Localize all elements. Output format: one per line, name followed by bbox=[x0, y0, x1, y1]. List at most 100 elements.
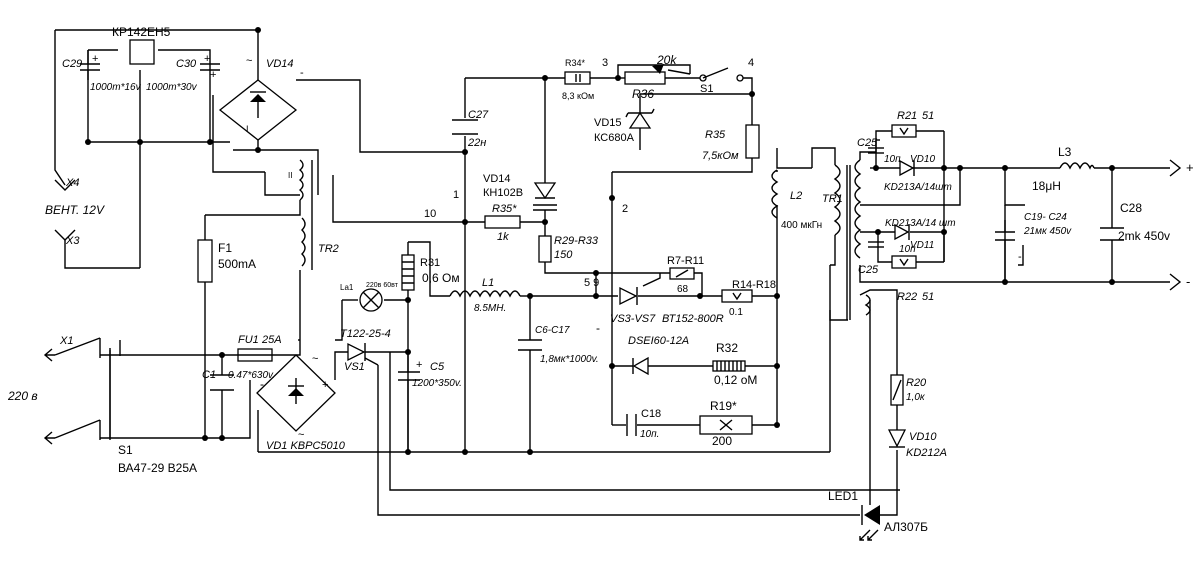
zener-vd15 bbox=[625, 108, 655, 129]
label-vs3-vs7: VS3-VS7 bbox=[610, 313, 656, 325]
capacitor-c1 bbox=[210, 374, 234, 391]
label-l2-value: 400 мкГн bbox=[781, 220, 822, 231]
resistor-r20 bbox=[890, 374, 904, 406]
component-labels: КР142ЕН5 C29 1000m*16v C30 1000m*30v VD1… bbox=[7, 25, 1194, 534]
resistor-r31 bbox=[401, 254, 415, 291]
resistor-r19 bbox=[699, 415, 753, 435]
lamp-la1 bbox=[359, 288, 383, 312]
label-c19-c24-value: 21мк 450v bbox=[1023, 226, 1072, 237]
capacitor-c29 bbox=[80, 50, 100, 80]
label-c28-value: 2mk 450v bbox=[1118, 229, 1170, 243]
capacitor-c18 bbox=[626, 414, 637, 436]
label-t122: Т122-25-4 bbox=[340, 328, 391, 340]
label-r22-value: 51 bbox=[922, 291, 934, 303]
capacitor-c25-top bbox=[868, 147, 884, 154]
label-ba47: ВА47-29 В25А bbox=[118, 461, 197, 475]
label-l1-value: 8.5МН. bbox=[474, 303, 506, 314]
label-c19-c24: C19- C24 bbox=[1024, 212, 1067, 223]
label-vs1: VS1 bbox=[344, 361, 365, 373]
diode-vd10-indicator bbox=[887, 429, 907, 448]
capacitor-c19-c24 bbox=[995, 231, 1015, 246]
label-c5-value: 1200*350v. bbox=[412, 378, 462, 389]
resistor-r7-r11 bbox=[669, 267, 695, 280]
label-la1: La1 bbox=[340, 283, 354, 292]
resistor-r35 bbox=[745, 124, 760, 159]
label-r29-r33-value: 150 bbox=[554, 249, 573, 261]
label-r14-r18: R14-R18 bbox=[732, 279, 776, 291]
label-x4: X4 bbox=[65, 177, 79, 189]
resistor-r29-r33 bbox=[538, 235, 552, 263]
label-r19: R19* bbox=[710, 399, 737, 413]
label-vd10-indicator: VD10 bbox=[909, 431, 937, 443]
label-tr1: TR1 bbox=[822, 193, 843, 205]
marker-ac-bridge-top: ~ bbox=[246, 55, 252, 67]
label-vd15: VD15 bbox=[594, 117, 622, 129]
label-c18: C18 bbox=[641, 408, 661, 420]
label-c1: C1 bbox=[202, 369, 216, 381]
label-r35-star-value: 1k bbox=[497, 231, 509, 243]
label-x3: X3 bbox=[65, 235, 80, 247]
switch-s1-top bbox=[699, 67, 744, 82]
dinistor-vd14 bbox=[533, 182, 557, 211]
label-l3-value: 18μH bbox=[1032, 179, 1061, 193]
diode-vd11 bbox=[894, 223, 910, 241]
capacitor-c6-c17 bbox=[518, 339, 542, 351]
wires bbox=[54, 29, 1170, 516]
thyristor-vs3-vs7 bbox=[619, 286, 638, 306]
label-dsei: DSEI60-12A bbox=[628, 335, 689, 347]
label-r20-value: 1,0к bbox=[906, 392, 926, 403]
label-output-minus: - bbox=[1186, 274, 1190, 289]
marker-plus-c29: + bbox=[92, 53, 98, 65]
label-l3: L3 bbox=[1058, 145, 1072, 159]
diode-vd10-output bbox=[899, 159, 915, 177]
label-vd11: VD11 bbox=[910, 240, 934, 251]
label-tr2: TR2 bbox=[318, 243, 339, 255]
label-r32-value: 0,12 оМ bbox=[714, 373, 757, 387]
marker-plus-c5: + bbox=[416, 359, 422, 371]
inductor-l1 bbox=[449, 290, 521, 298]
marker-plus-bridge-bottom: + bbox=[322, 379, 328, 391]
label-r21: R21 bbox=[897, 110, 917, 122]
label-r34-value: 8,3 кОм bbox=[562, 91, 594, 101]
label-c25-top-value: 10п bbox=[884, 154, 901, 165]
label-r14-r18-value: 0.1 bbox=[729, 307, 743, 318]
label-vent: ВЕНТ. 12V bbox=[45, 203, 105, 217]
label-r22: R22 bbox=[897, 291, 917, 303]
label-r32: R32 bbox=[716, 341, 738, 355]
label-node-10: 10 bbox=[424, 208, 436, 220]
label-r7-r11-value: 68 bbox=[677, 284, 689, 295]
label-al307: АЛ307Б bbox=[884, 520, 928, 534]
label-r19-value: 200 bbox=[712, 434, 732, 448]
label-c6-c17-value: 1,8мк*1000v. bbox=[540, 354, 599, 365]
label-r35-value: 7,5кОм bbox=[702, 150, 739, 162]
marker-ac-bridge-bottom-1: ~ bbox=[312, 353, 318, 365]
capacitor-c27 bbox=[452, 119, 478, 135]
label-c29-value: 1000m*16v bbox=[90, 82, 142, 93]
resistor-r21 bbox=[891, 124, 917, 138]
resistor-r32 bbox=[712, 360, 746, 372]
label-r7-r11: R7-R11 bbox=[667, 255, 704, 267]
label-fu1: FU1 bbox=[238, 334, 259, 346]
label-r34: R34* bbox=[565, 58, 586, 68]
label-c25-bottom: C25 bbox=[858, 264, 879, 276]
label-fu1-value: 25A bbox=[261, 334, 282, 346]
label-c30: C30 bbox=[176, 58, 197, 70]
label-r20: R20 bbox=[906, 377, 927, 389]
label-f1: F1 bbox=[218, 241, 232, 255]
label-node-2: 2 bbox=[622, 203, 628, 215]
label-c27-value: 22н bbox=[467, 137, 486, 149]
label-c1-value: 0.47*630v. bbox=[228, 370, 275, 381]
mains-input bbox=[43, 348, 55, 445]
resistor-r35-star bbox=[484, 215, 521, 229]
label-kd213-top: KD213A/14шт bbox=[884, 182, 952, 193]
label-c25-bottom-value: 10п bbox=[899, 244, 916, 255]
diode-dsei60 bbox=[632, 356, 649, 376]
label-s1-top: S1 bbox=[700, 83, 713, 95]
label-x1: X1 bbox=[59, 335, 73, 347]
label-c18-value: 10п. bbox=[640, 429, 659, 440]
inductor-l3 bbox=[1059, 162, 1095, 170]
label-r35-star: R35* bbox=[492, 203, 517, 215]
fuse-fu1 bbox=[237, 348, 273, 362]
led-led1 bbox=[859, 505, 880, 541]
